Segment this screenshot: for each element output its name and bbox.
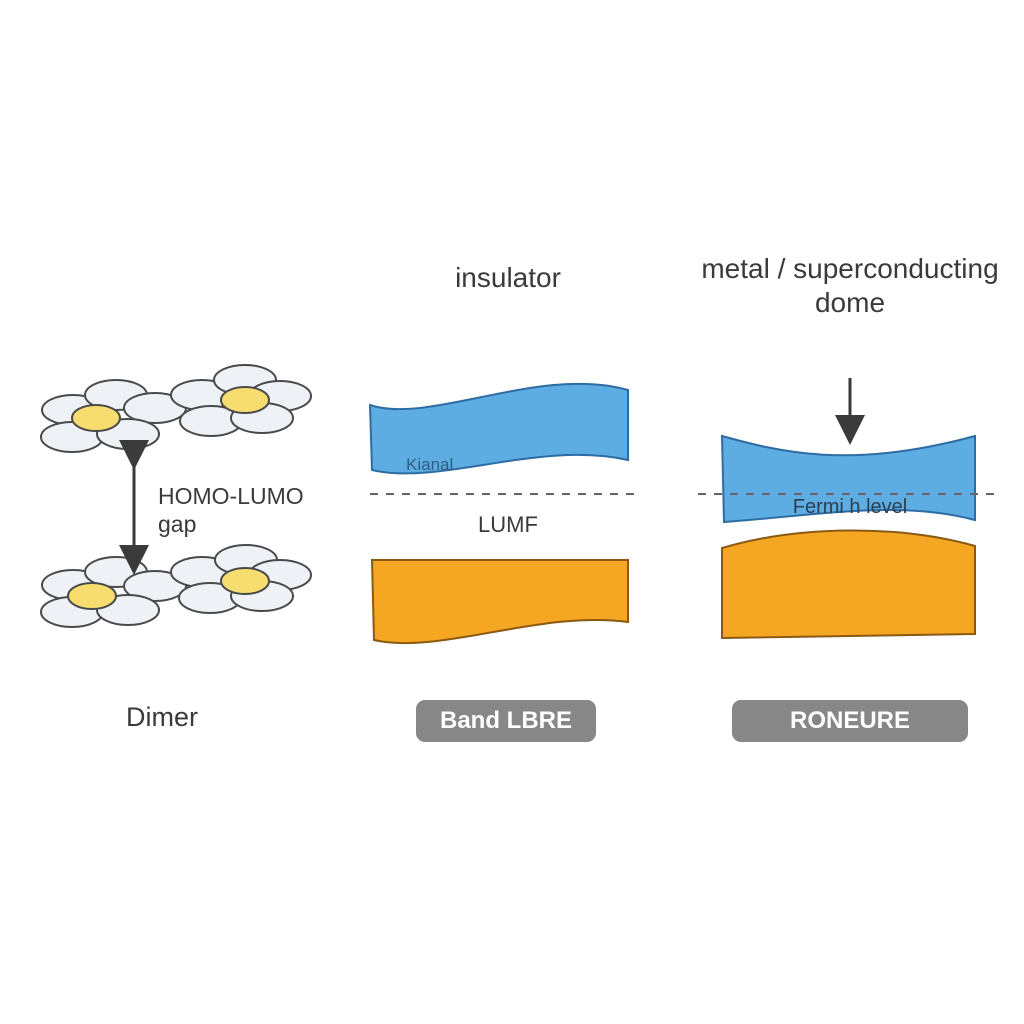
metal-label-button[interactable]: RONEURE: [732, 700, 968, 742]
insulator-lower-band: [370, 559, 629, 644]
metal-upper-band: [720, 434, 976, 524]
dimer-label: Dimer: [126, 702, 198, 732]
metal-lower-band: [721, 529, 976, 640]
metal-title: metal / superconducting dome: [701, 253, 999, 318]
insulator-upper-band: [368, 382, 629, 475]
bottom-molecule: [40, 544, 312, 628]
band-tag: Kianal: [406, 455, 454, 474]
insulator-title: insulator: [455, 262, 561, 293]
top-molecule: [40, 364, 312, 453]
fermi-level-label: Fermi h level: [792, 496, 908, 518]
lumf-label: LUMF: [478, 512, 538, 537]
band-label-button[interactable]: Band LBRE: [416, 700, 596, 742]
homo-lumo-gap-label: HOMO-LUMO gap: [158, 483, 304, 537]
